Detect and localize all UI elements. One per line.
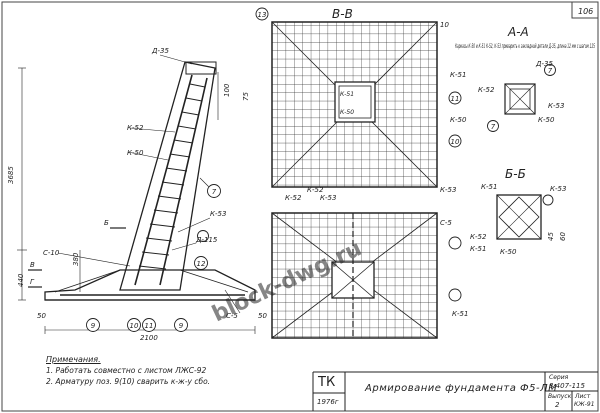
vv-label-k51: К-51 <box>450 71 466 79</box>
section-bb-view: Б-Б К-51 К-53 К-52 К-51 К-50 45 60 <box>470 167 567 256</box>
aa-label-k53: К-53 <box>548 102 564 110</box>
circle-9a: 9 <box>91 322 96 330</box>
bb-dim-60: 60 <box>559 232 567 241</box>
plan-label-k53: К-53 <box>320 194 336 202</box>
sheet-number: 106 <box>578 7 593 16</box>
section-g-mark: Г <box>30 278 35 286</box>
circle-11b: 11 <box>451 95 460 103</box>
series-value: 3.407-115 <box>549 382 585 390</box>
aa-label-k52: К-52 <box>478 86 495 94</box>
bb-label-k51: К-51 <box>481 183 497 191</box>
sheet-number-box <box>571 1 599 19</box>
vv-label-k52: К-52 <box>307 186 324 194</box>
section-vv-view: 13 11 10 В-В 10 К-51 К-50 К-53 К-52 К-51… <box>242 7 467 194</box>
sheet-value: КЖ-91 <box>574 401 595 408</box>
section-bb-title: Б-Б <box>505 167 526 181</box>
notes-block: Примечания. 1. Работать совместно с лист… <box>46 354 286 387</box>
aa-circle-7: 7 <box>548 67 553 75</box>
circle-13: 13 <box>258 11 267 19</box>
drawing-title: Армирование фундамента Ф5-ЛМ <box>365 383 558 394</box>
label-k52: К-52 <box>127 124 144 132</box>
label-c10: С-10 <box>43 249 60 257</box>
bb-dim-45: 45 <box>547 232 555 241</box>
circle-11: 11 <box>145 322 154 330</box>
notes-heading: Примечания. <box>46 355 101 364</box>
note-1: 1. Работать совместно с листом ЛЖС-92 <box>46 366 207 375</box>
aa-label-k50: К-50 <box>538 116 555 124</box>
bb-label-k53: К-53 <box>550 185 566 193</box>
bb-label-k52: К-52 <box>470 233 487 241</box>
bb-label-k51b: К-51 <box>470 245 486 253</box>
sheet-label: Лист <box>575 393 591 400</box>
circle-10b: 10 <box>451 138 460 146</box>
label-d115: Д-115 <box>195 236 218 244</box>
issue-value: 2 <box>555 401 560 409</box>
vv-label-k50-inner: К-50 <box>340 109 354 116</box>
series-label: Серия <box>549 374 569 381</box>
dim-380: 380 <box>72 252 80 266</box>
label-k53: К-53 <box>210 210 226 218</box>
title-block <box>312 371 598 411</box>
note-2: 2. Арматуру поз. 9(10) сварить к-ж-у сбо… <box>46 377 211 386</box>
elevation-view: 7 9 10 11 9 12 Д-35 К-52 К-50 К-53 Д-115… <box>7 47 267 342</box>
aa-label-d35: Д-35 <box>535 60 553 68</box>
section-aa-title: А-А <box>507 25 529 39</box>
circle-10: 10 <box>130 322 139 330</box>
label-k50: К-50 <box>127 149 144 157</box>
org-code: ТК <box>318 375 336 390</box>
label-c5: С-5 <box>226 312 238 320</box>
dim-50b: 50 <box>258 312 267 320</box>
vv-label-k50: К-50 <box>450 116 467 124</box>
dim-2100: 2100 <box>140 334 158 342</box>
issue-label: Выпуск <box>548 393 572 400</box>
aa-circle-7b: 7 <box>491 123 496 131</box>
vv-dim-75: 75 <box>242 92 250 101</box>
section-aa-view: А-А Каркасы К-50 и К-51 К-52, К-53 прива… <box>455 25 595 132</box>
dim-100: 100 <box>223 83 231 97</box>
vv-label-k53: К-53 <box>440 186 456 194</box>
aa-note-line: Каркасы К-50 и К-51 К-52, К-53 приварить… <box>455 43 595 50</box>
plan-label-k52: К-52 <box>285 194 302 202</box>
label-d35: Д-35 <box>151 47 169 55</box>
circle-9b: 9 <box>179 322 184 330</box>
vv-label-k51-inner: К-51 <box>340 91 354 98</box>
dim-440: 440 <box>17 273 25 287</box>
dim-3685: 3685 <box>7 166 15 184</box>
circle-12: 12 <box>197 260 206 268</box>
section-vv-title: В-В <box>332 7 353 21</box>
section-b-mark: Б <box>104 219 109 227</box>
circle-7: 7 <box>212 188 217 196</box>
plan-view: С-5 К-51 К-52 К-53 <box>271 194 468 339</box>
bb-label-k50: К-50 <box>500 248 517 256</box>
plan-label-k51: К-51 <box>452 310 468 318</box>
plan-label-c5: С-5 <box>440 219 452 227</box>
vv-label-c10: 10 <box>440 21 449 29</box>
section-v-mark: В <box>30 261 35 269</box>
year: 1976г <box>317 398 339 406</box>
dim-50a: 50 <box>37 312 46 320</box>
